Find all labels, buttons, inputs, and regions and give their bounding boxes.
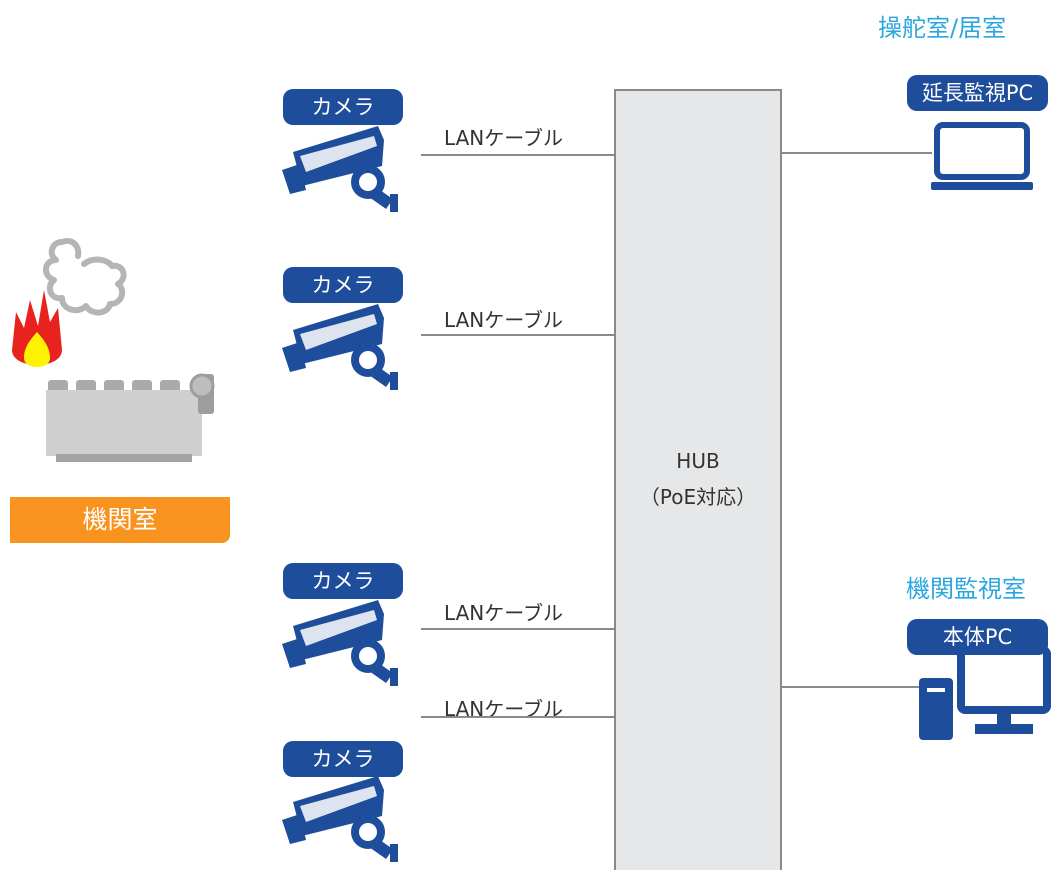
camera-label: カメラ [283,267,403,303]
lan-cable-label: LANケーブル [444,601,564,625]
camera-icon [282,600,398,686]
bridge-room-label: 操舵室/居室 [878,14,1007,42]
camera-label: カメラ [283,89,403,125]
lan-cable-label: LANケーブル [444,308,564,332]
camera-label: カメラ [283,741,403,777]
lan-cable-line [421,154,615,156]
engine-room-label: 機関室 [10,497,230,543]
monitor-room-label: 機関監視室 [906,575,1026,603]
camera-icon [282,126,398,212]
lan-cable-line [421,628,615,630]
engine-fire-icon [12,238,215,462]
bridge-connection-line [782,152,932,154]
camera-icon [282,304,398,390]
lan-cable-line [421,334,615,336]
desktop-pc-icon [919,646,1051,740]
laptop-icon [931,122,1033,190]
lan-cable-label: LANケーブル [444,126,564,150]
camera-label: カメラ [283,563,403,599]
lan-cable-line [421,716,615,718]
hub-label: HUB [676,449,720,473]
camera-icon [282,776,398,862]
hub-box: HUB （PoE対応） [614,89,782,870]
extension-pc-label: 延長監視PC [907,75,1048,111]
monitor-connection-line [782,686,924,688]
hub-sublabel: （PoE対応） [639,485,757,509]
